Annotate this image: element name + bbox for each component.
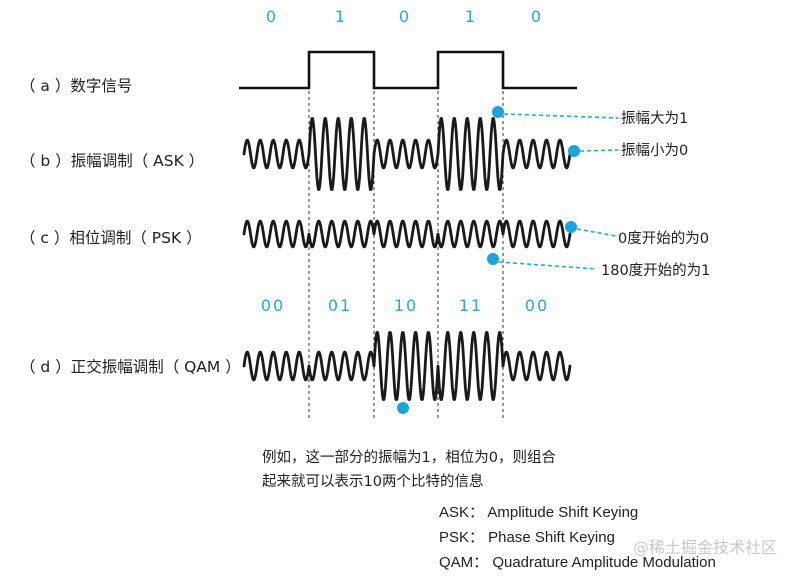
digital-signal <box>239 50 577 90</box>
bit-label: 0 <box>531 7 543 26</box>
qam-bit-label: 00 <box>261 296 285 315</box>
bit-label: 1 <box>465 7 477 26</box>
legend-psk: PSK： Phase Shift Keying <box>439 529 615 546</box>
leader-line <box>498 261 598 270</box>
legend-qam: QAM： Quadrature Amplitude Modulation <box>439 554 716 571</box>
ask-waveform <box>242 117 572 191</box>
qam-note-line2: 起来就可以表示10两个比特的信息 <box>262 473 483 490</box>
marker-dot <box>487 253 499 265</box>
bit-label: 0 <box>266 7 278 26</box>
annotation-phase0: 0度开始的为0 <box>618 230 709 247</box>
annotation-amp-small: 振幅小为0 <box>621 142 688 159</box>
leader-line <box>576 228 617 237</box>
row-label-psk: （ c ）相位调制（ PSK ） <box>20 229 202 247</box>
row-label-digital: （ a ）数字信号 <box>20 77 132 95</box>
qam-bit-label: 01 <box>328 296 352 315</box>
row-label-qam: （ d ）正交振幅调制（ QAM ） <box>20 358 241 376</box>
leader-line <box>579 149 619 152</box>
marker-dot <box>565 221 577 233</box>
bit-label: 1 <box>335 7 347 26</box>
bit-label: 0 <box>399 7 411 26</box>
row-label-ask: （ b ）振幅调制（ ASK ） <box>20 152 204 170</box>
qam-note-line1: 例如，这一部分的振幅为1，相位为0，则组合 <box>262 449 556 466</box>
watermark: @稀土掘金技术社区 <box>633 538 777 557</box>
psk-waveform <box>242 219 572 249</box>
marker-dot <box>568 145 580 157</box>
qam-bit-label: 10 <box>394 296 418 315</box>
qam-bit-label: 00 <box>525 296 549 315</box>
annotation-phase180: 180度开始的为1 <box>601 262 710 279</box>
qam-bit-label: 11 <box>459 296 483 315</box>
marker-dot <box>492 106 504 118</box>
marker-dot <box>397 402 409 414</box>
leader-line <box>503 113 619 119</box>
legend-ask: ASK： Amplitude Shift Keying <box>439 504 638 521</box>
annotation-amp-big: 振幅大为1 <box>621 110 688 127</box>
qam-waveform <box>242 331 572 401</box>
